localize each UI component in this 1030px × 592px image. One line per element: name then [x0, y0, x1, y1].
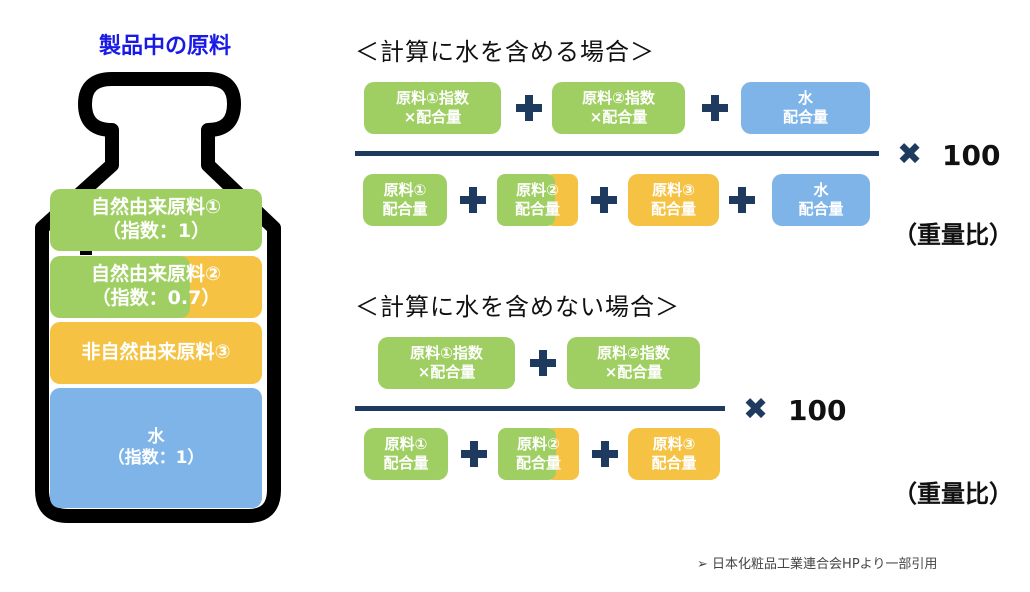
bottle-layer-4: 水 （指数：1） — [50, 388, 262, 508]
bottle-outline — [35, 72, 281, 523]
term-line2: 配合量 — [514, 200, 560, 218]
source-citation: ➢ 日本化粧品工業連合会HPより一部引用 — [697, 553, 937, 572]
fraction-line — [355, 406, 725, 411]
term-line1: 原料②指数 — [597, 344, 670, 363]
term-line2: ×配合量 — [604, 363, 663, 381]
term-line2: ×配合量 — [417, 363, 476, 381]
multiplier-value: 100 — [942, 139, 1001, 172]
times-icon: ✖ — [743, 392, 769, 427]
denominator-term-2-label: 原料② 配合量 — [498, 428, 579, 480]
plus-icon — [530, 350, 556, 376]
multiplier-value: 100 — [788, 394, 847, 427]
fraction-line — [355, 151, 879, 156]
denominator-term-2 — [497, 174, 555, 226]
plus-icon — [729, 187, 755, 213]
unit-label: （重量比） — [893, 480, 1013, 508]
bottle-layer-2 — [50, 256, 190, 318]
layer-index: （指数：0.7） — [91, 287, 221, 309]
plus-icon — [592, 441, 618, 467]
term-line1: 原料② — [517, 435, 560, 454]
denominator-term-4: 水 配合量 — [772, 174, 870, 226]
denominator-term-3: 原料③ 配合量 — [628, 428, 720, 480]
term-line2: 配合量 — [650, 200, 696, 218]
section-title-with-water: ＜計算に水を含める場合＞ — [355, 38, 655, 66]
denominator-term-1: 原料① 配合量 — [363, 174, 447, 226]
plus-icon — [461, 441, 487, 467]
plus-icon — [516, 95, 542, 121]
term-line2: 配合量 — [383, 454, 429, 472]
source-text: 日本化粧品工業連合会HPより一部引用 — [712, 557, 938, 572]
term-line2: 配合量 — [782, 108, 828, 126]
term-line1: 原料①指数 — [410, 344, 483, 363]
plus-icon — [460, 187, 486, 213]
term-line1: 水 — [797, 89, 813, 108]
term-line1: 原料① — [383, 181, 427, 200]
denominator-term-2 — [498, 428, 556, 480]
term-line1: 原料③ — [652, 435, 696, 454]
term-line1: 原料②指数 — [582, 89, 655, 108]
bottle-title: 製品中の原料 — [98, 34, 231, 59]
numerator-term-2: 原料②指数 ×配合量 — [567, 337, 700, 389]
denominator-term-2-label: 原料② 配合量 — [497, 174, 578, 226]
layer-name: 自然由来原料② — [90, 263, 222, 286]
term-line2: ×配合量 — [589, 108, 648, 126]
layer-name: 水 — [147, 426, 165, 447]
bullet-icon: ➢ — [697, 557, 708, 572]
term-line2: 配合量 — [515, 454, 561, 472]
bottle-layer-1: 自然由来原料① （指数：1） — [50, 189, 262, 251]
numerator-term-1: 原料①指数 ×配合量 — [378, 337, 515, 389]
term-line1: 原料①指数 — [396, 89, 469, 108]
plus-icon — [591, 187, 617, 213]
unit-label: （重量比） — [893, 221, 1013, 249]
bottle-layer-3: 非自然由来原料③ — [50, 322, 262, 384]
term-line2: ×配合量 — [403, 108, 462, 126]
numerator-term-1: 原料①指数 ×配合量 — [364, 82, 501, 134]
layer-name: 非自然由来原料③ — [81, 341, 231, 364]
term-line2: 配合量 — [798, 200, 844, 218]
numerator-term-3: 水 配合量 — [741, 82, 870, 134]
bottle-layer-2-label: 自然由来原料② （指数：0.7） — [50, 256, 262, 318]
section-title-without-water: ＜計算に水を含めない場合＞ — [355, 293, 680, 321]
numerator-term-2: 原料②指数 ×配合量 — [552, 82, 685, 134]
layer-index: （指数：1） — [101, 220, 211, 242]
plus-icon — [702, 95, 728, 121]
denominator-term-3: 原料③ 配合量 — [628, 174, 719, 226]
times-icon: ✖ — [897, 137, 923, 172]
term-line2: 配合量 — [651, 454, 697, 472]
term-line1: 水 — [813, 181, 829, 200]
term-line1: 原料② — [516, 181, 559, 200]
term-line2: 配合量 — [382, 200, 428, 218]
denominator-term-1: 原料① 配合量 — [364, 428, 448, 480]
layer-name: 自然由来原料① — [90, 196, 222, 219]
term-line1: 原料① — [384, 435, 428, 454]
layer-index: （指数：1） — [107, 448, 205, 468]
term-line1: 原料③ — [652, 181, 695, 200]
